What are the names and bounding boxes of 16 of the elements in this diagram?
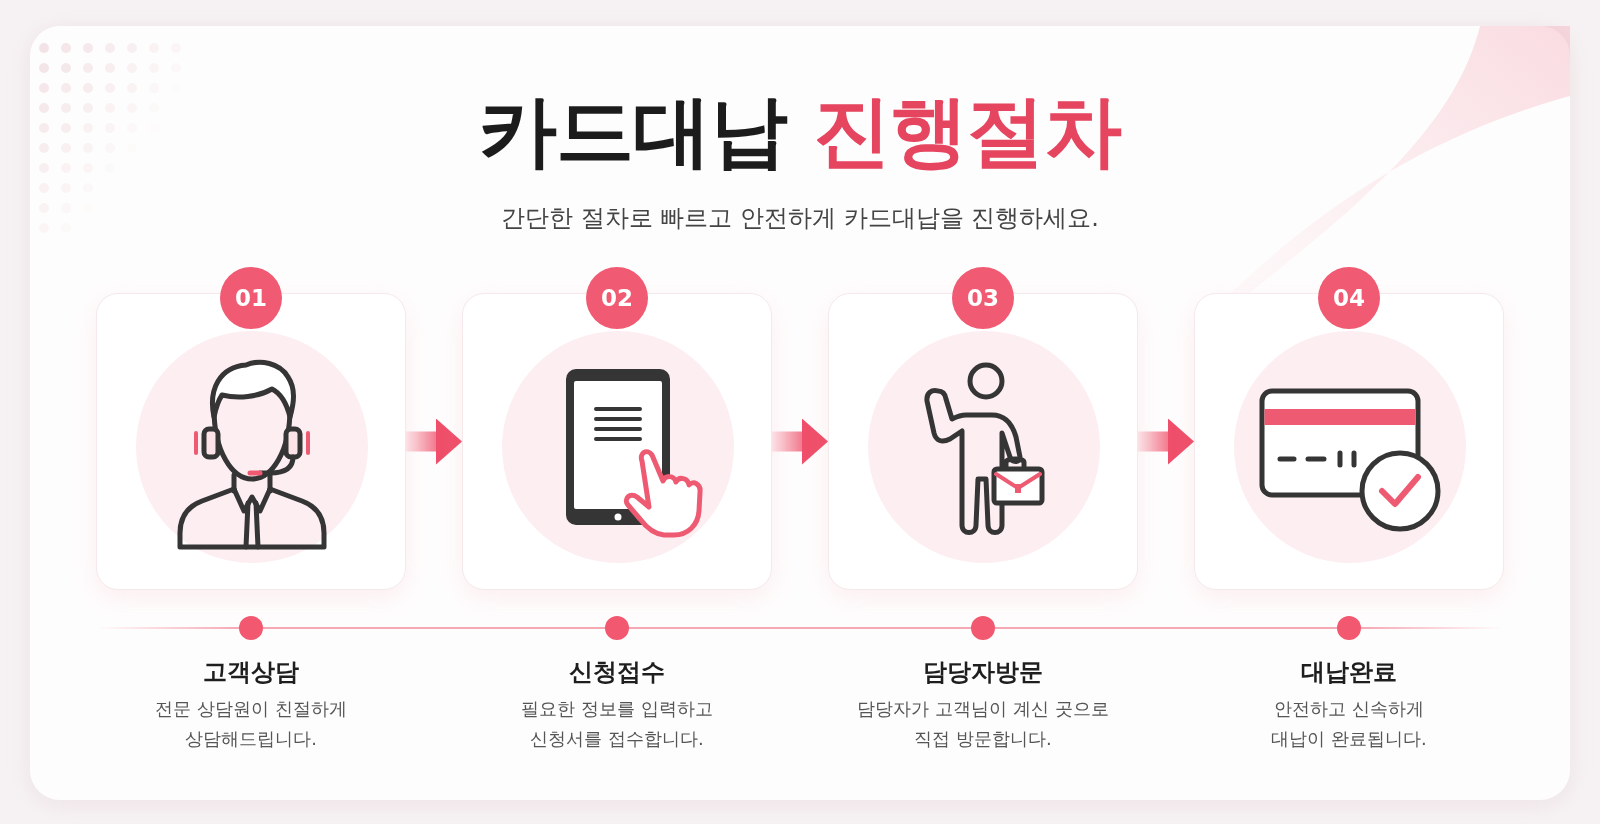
subtitle: 간단한 절차로 빠르고 안전하게 카드대납을 진행하세요. xyxy=(501,203,1099,234)
step-title: 고객상담 xyxy=(203,657,299,688)
step-title: 담당자방문 xyxy=(923,657,1043,688)
step-description: 담당자가 고객님이 계신 곳으로 직접 방문합니다. xyxy=(856,697,1110,751)
step-description: 안전하고 신속하게 대납이 완료됩니다. xyxy=(1270,697,1428,751)
step-title: 신청접수 xyxy=(569,657,665,688)
title: 카드대납 진행절차 xyxy=(478,88,1122,174)
timeline-line xyxy=(262,627,606,629)
timeline-line xyxy=(994,627,1338,629)
step-title: 대납완료 xyxy=(1301,657,1397,688)
arrow xyxy=(1138,418,1194,465)
arrow xyxy=(772,418,828,465)
arrow xyxy=(406,418,462,465)
timeline-line xyxy=(628,627,972,629)
step-description: 전문 상담원이 친절하게 상담해드립니다. xyxy=(154,697,348,751)
step-description: 필요한 정보를 입력하고 신청서를 접수합니다. xyxy=(520,697,714,751)
